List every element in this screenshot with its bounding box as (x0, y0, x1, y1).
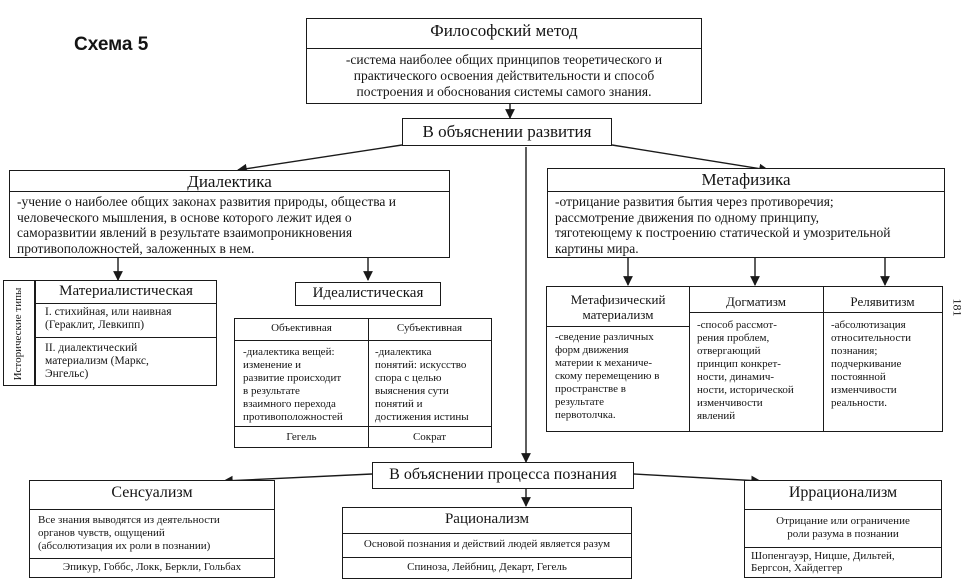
relativism-title: Релявитизм (850, 294, 915, 309)
subjective-text: -диалектика понятий: искусство спора с ц… (375, 346, 469, 423)
metaphysical-materialism-text: -сведение различных форм движения матери… (555, 331, 660, 421)
materialist-title: Материалистическая (59, 283, 193, 299)
rationalism-box: Рационализм Основой познания и действий … (342, 507, 632, 579)
rationalism-names: Спиноза, Лейбниц, Декарт, Гегель (407, 561, 567, 573)
subjective-name: Сократ (412, 431, 447, 443)
sensualism-title: Сенсуализм (111, 484, 193, 501)
idealist-box: Идеалистическая (295, 282, 441, 306)
metaphysical-materialism-title: Метафизический материализм (570, 292, 666, 322)
irrationalism-title: Иррационализм (788, 484, 898, 501)
method-title: Философский метод (430, 21, 578, 40)
metaphysics-branches-box: Метафизический материализм Догматизм Рел… (546, 286, 943, 432)
metaphysics-title: Метафизика (701, 170, 791, 189)
sensualism-names: Эпикур, Гоббс, Локк, Беркли, Гольбах (62, 561, 242, 573)
dogmatism-title: Догматизм (726, 294, 786, 309)
materialist-item-1: I. стихийная, или наивная (Гераклит, Лев… (45, 306, 172, 331)
irrationalism-names: Шопенгауэр, Ницше, Дильтей, Бергсон, Хай… (751, 550, 895, 574)
historical-types-label: Исторические типы (12, 287, 24, 381)
development-title: В объяснении развития (422, 122, 592, 141)
irrationalism-text: Отрицание или ограничение роли разума в … (776, 515, 910, 540)
page-number: 181 (950, 298, 965, 317)
development-box: В объяснении развития (402, 118, 612, 146)
objective-title: Объективная (271, 322, 332, 334)
sensualism-text: Все знания выводятся из деятельности орг… (38, 514, 220, 552)
dialectics-box: Диалектика -учение о наиболее общих зако… (9, 170, 450, 258)
dialectics-title: Диалектика (187, 172, 272, 191)
idealist-title: Идеалистическая (312, 285, 424, 301)
method-definition: -система наиболее общих принципов теорет… (345, 52, 663, 99)
cognition-box: В объяснении процесса познания (372, 462, 634, 489)
materialist-box: Материалистическая I. стихийная, или наи… (35, 280, 217, 386)
rationalism-title: Рационализм (444, 511, 530, 527)
historical-types-box: Исторические типы (3, 280, 35, 386)
metaphysics-definition: -отрицание развития бытия через противор… (555, 194, 891, 256)
rationalism-text: Основой познания и действий людей являет… (363, 538, 611, 550)
objective-name: Гегель (286, 431, 317, 443)
dialectics-definition: -учение о наиболее общих законах развити… (17, 194, 397, 256)
relativism-text: -абсолютизация относительности познания;… (831, 319, 912, 409)
irrationalism-box: Иррационализм Отрицание или ограничение … (744, 480, 942, 578)
materialist-item-2: II. диалектический материализм (Маркс, Э… (45, 342, 149, 380)
subjective-title: Субъективная (396, 322, 463, 334)
cognition-title: В объяснении процесса познания (389, 466, 617, 483)
metaphysics-box: Метафизика -отрицание развития бытия чер… (547, 168, 945, 258)
idealist-subtypes-box: Объективная Субъективная -диалектика вещ… (234, 318, 492, 448)
sensualism-box: Сенсуализм Все знания выводятся из деяте… (29, 480, 275, 578)
method-box: Философский метод -система наиболее общи… (306, 18, 702, 104)
dogmatism-text: -способ рассмот- рения проблем, отвергаю… (697, 319, 794, 422)
objective-text: -диалектика вещей: изменение и развитие … (243, 346, 343, 423)
scheme-label: Схема 5 (74, 34, 149, 55)
